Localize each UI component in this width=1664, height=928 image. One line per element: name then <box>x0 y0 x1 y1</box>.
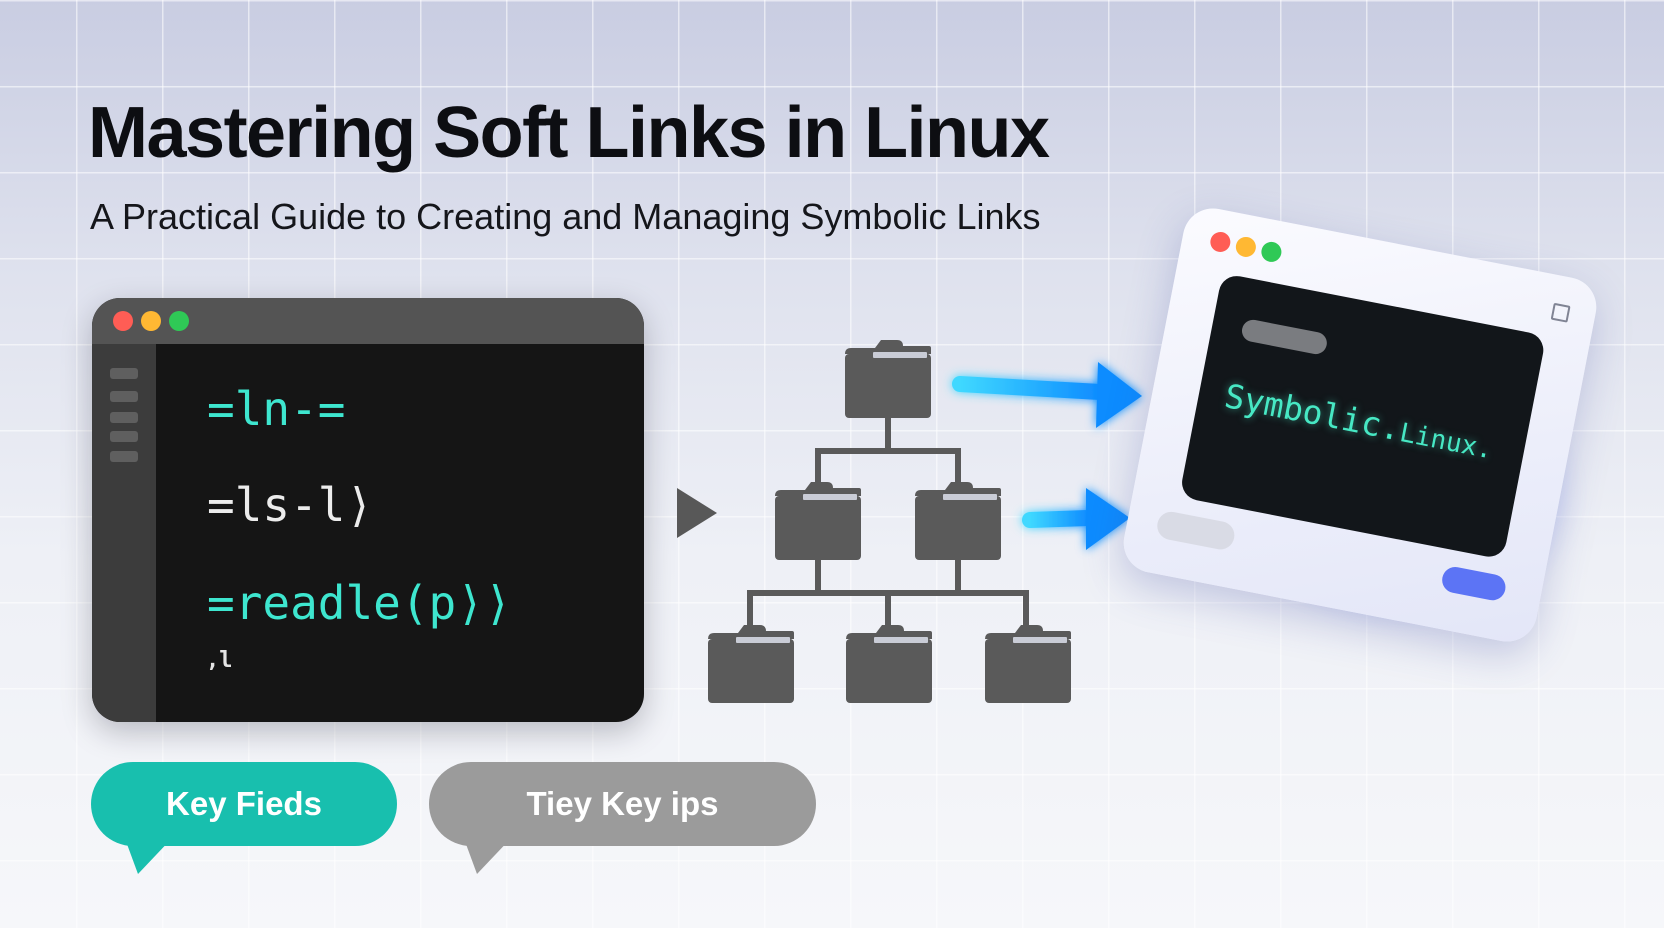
screen-placeholder-bar <box>1240 317 1329 356</box>
folder-icon <box>846 625 932 703</box>
sidebar-line <box>110 431 138 442</box>
sidebar-line <box>110 451 138 462</box>
close-window-button[interactable] <box>113 311 133 331</box>
terminal-titlebar <box>92 298 644 344</box>
folder-icon <box>775 482 861 560</box>
minimize-window-button[interactable] <box>1234 235 1258 259</box>
terminal-window <box>92 298 644 722</box>
terminal-cursor-text: ,l <box>206 648 233 673</box>
arrow-right-icon <box>1022 488 1130 550</box>
terminal-sidebar <box>92 344 156 722</box>
sidebar-line <box>110 391 138 402</box>
key-tips-button[interactable]: Tiey Key ips <box>429 762 816 846</box>
terminal-command-ls: =ls-l⟩ <box>207 478 374 532</box>
window-maximize-icon[interactable] <box>1550 302 1571 323</box>
arrow-right-icon <box>952 362 1142 428</box>
folder-icon <box>845 340 931 418</box>
key-fields-button[interactable]: Key Fieds <box>91 762 397 846</box>
linux-text: Linux. <box>1397 418 1496 466</box>
play-triangle-icon <box>677 488 717 538</box>
terminal-command-readlink: =readle(p⟩⟩ <box>207 576 512 630</box>
symbolic-linux-text: Symbolic.Linux. <box>1221 376 1496 466</box>
maximize-window-button[interactable] <box>1259 240 1284 264</box>
floating-app-window: Symbolic.Linux. <box>1118 203 1606 661</box>
primary-button[interactable] <box>1439 564 1508 603</box>
folder-icon <box>915 482 1001 560</box>
symbolic-text: Symbolic. <box>1221 376 1405 449</box>
minimize-window-button[interactable] <box>141 311 161 331</box>
folder-icon <box>985 625 1071 703</box>
close-window-button[interactable] <box>1208 230 1233 254</box>
terminal-command-ln: =ln-= <box>207 382 346 436</box>
page-title: Mastering Soft Links in Linux <box>88 93 1050 173</box>
folder-icon <box>708 625 794 703</box>
floating-window-frame: Symbolic.Linux. <box>1118 203 1602 647</box>
page-subtitle: A Practical Guide to Creating and Managi… <box>90 196 1041 237</box>
tree-connector-lines <box>747 417 1029 625</box>
sidebar-line <box>110 368 138 379</box>
secondary-button[interactable] <box>1154 509 1237 552</box>
maximize-window-button[interactable] <box>169 311 189 331</box>
sidebar-line <box>110 412 138 423</box>
floating-window-screen: Symbolic.Linux. <box>1178 272 1547 560</box>
